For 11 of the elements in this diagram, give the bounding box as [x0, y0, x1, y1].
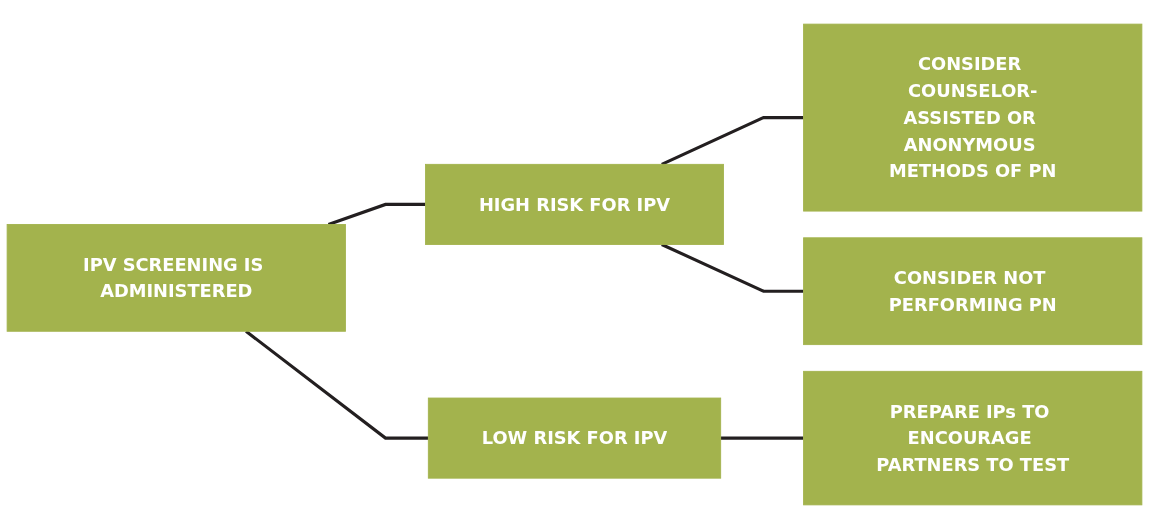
- connector: [661, 116, 804, 166]
- connector: [245, 330, 429, 440]
- node-box: PREPARE IPs TO ENCOURAGE PARTNERS TO TEST: [803, 370, 1143, 506]
- node-box: LOW RISK FOR IPV: [427, 397, 722, 479]
- node-box: CONSIDER COUNSELOR-ASSISTED OR ANONYMOUS METHODS OF PN: [803, 23, 1143, 212]
- node-box: CONSIDER NOT PERFORMING PN: [803, 237, 1143, 346]
- node-box: IPV SCREENING IS ADMINISTERED: [6, 224, 346, 332]
- connector: [327, 202, 426, 226]
- connector: [720, 436, 804, 440]
- node-box: HIGH RISK FOR IPV: [425, 163, 724, 245]
- connector: [661, 243, 804, 293]
